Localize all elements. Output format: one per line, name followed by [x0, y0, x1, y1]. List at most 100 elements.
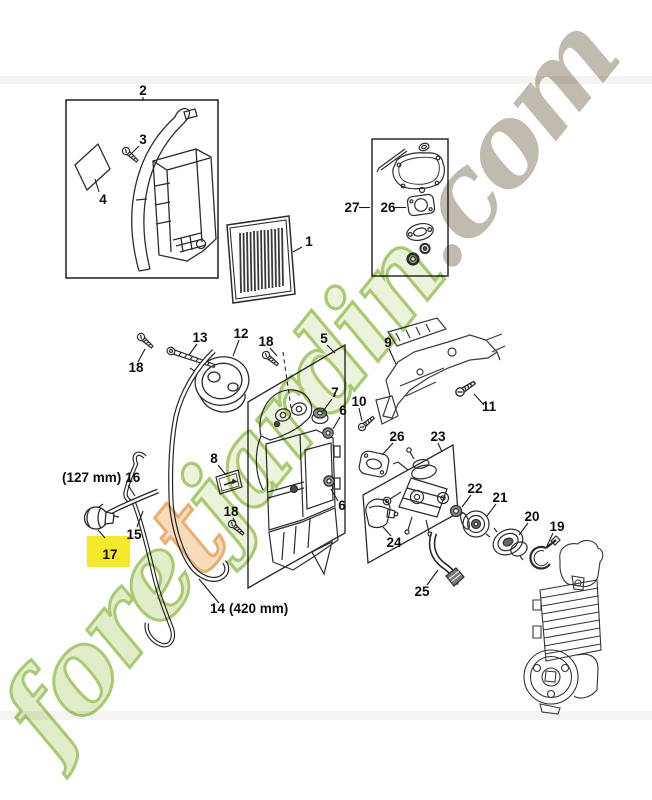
part-label-5: 5	[320, 331, 328, 346]
watermark-text: foretjardin.com	[0, 0, 643, 783]
callout-24: 24	[382, 526, 402, 550]
callout-10: 10	[351, 394, 367, 422]
callout-5: 5	[320, 331, 336, 354]
callout-23: 23	[430, 429, 446, 453]
callout-12: 12	[232, 326, 249, 357]
gasket-26b	[358, 450, 390, 478]
callout-2: 2	[139, 83, 147, 101]
callout-15: 15	[126, 510, 144, 542]
callout-9: 9	[384, 335, 397, 365]
carb-gasket-26	[406, 193, 436, 217]
part-label-23: 23	[430, 429, 446, 444]
callout-22: 22	[461, 481, 483, 508]
clamp-19	[529, 535, 561, 570]
cover-gasket	[392, 152, 445, 190]
callout-3: 3	[129, 132, 147, 156]
intake-boot-20	[492, 527, 528, 561]
callout-14: 14(420 mm)	[198, 578, 288, 616]
part-label-21: 21	[492, 490, 508, 505]
part-label-6b: 6	[338, 498, 346, 513]
callout-18a: 18	[128, 348, 146, 375]
tank-housing-box	[247, 343, 346, 590]
callouts: 2 3 4 1 27 26 18 13 12 18 5 7 6 10 9 11 …	[62, 83, 565, 616]
part-label-9: 9	[384, 335, 392, 350]
callout-8: 8	[210, 451, 227, 476]
part-label-26b: 26	[389, 429, 405, 444]
part-label-25: 25	[414, 584, 430, 599]
filter-hatching	[239, 227, 284, 294]
callout-1: 1	[292, 234, 313, 253]
carburettor	[382, 447, 450, 537]
airbox-group	[65, 99, 219, 279]
plate-4	[74, 143, 111, 191]
part-label-13: 13	[192, 330, 208, 345]
part-label-4: 4	[99, 192, 107, 207]
sleeve-21	[460, 510, 491, 538]
part-label-24: 24	[386, 535, 402, 550]
flange-12	[189, 356, 250, 413]
part-label-3: 3	[139, 132, 147, 147]
intake-elbow-24	[365, 498, 399, 529]
carb-cluster	[358, 443, 561, 587]
needle	[376, 148, 408, 173]
callout-26a: 26	[380, 200, 406, 215]
dim-420mm: (420 mm)	[229, 601, 288, 616]
callout-18c: 18	[223, 504, 239, 524]
part-label-17: 17	[102, 547, 117, 562]
part-label-22: 22	[467, 481, 482, 496]
part-label-16: (127 mm)16	[62, 470, 141, 485]
callout-17: 17	[97, 529, 118, 562]
gasket-kit-frame	[371, 138, 449, 277]
engine-cylinder	[523, 539, 604, 715]
part-label-2: 2	[139, 83, 147, 98]
impulse-hose-25	[428, 531, 465, 587]
part-label-15: 15	[126, 527, 142, 542]
part-label-20: 20	[524, 509, 539, 524]
part-label-18a: 18	[128, 360, 144, 375]
part-label-18c: 18	[223, 504, 239, 519]
fuel-filter-17	[83, 503, 120, 530]
muffler-gasket	[406, 222, 434, 242]
callout-20: 20	[518, 509, 540, 536]
part-label-27: 27	[344, 200, 359, 215]
callout-6b: 6	[330, 488, 346, 513]
screw-11	[453, 378, 478, 399]
fuel-line-group	[83, 451, 176, 648]
part-label-11: 11	[482, 399, 497, 414]
part-label-26a: 26	[380, 200, 396, 215]
highlight-box-17	[87, 536, 130, 567]
handle-bracket-9	[375, 317, 506, 425]
callout-7: 7	[322, 385, 339, 412]
part-label-1: 1	[305, 234, 313, 249]
callout-11: 11	[473, 393, 497, 414]
oring-22	[449, 504, 463, 518]
watermark: foretjardin.com	[0, 0, 643, 783]
part-label-8: 8	[210, 451, 218, 466]
part-label-12: 12	[233, 326, 248, 341]
air-filter	[226, 215, 296, 304]
airbox-frame	[65, 99, 219, 279]
part-label-14: 14(420 mm)	[210, 601, 288, 616]
dim-127mm: (127 mm)	[62, 470, 121, 485]
callout-18b: 18	[258, 334, 278, 357]
callout-19: 19	[546, 519, 565, 547]
fuel-hose-14	[168, 349, 230, 582]
callout-16: (127 mm)16	[62, 470, 141, 497]
callout-6a: 6	[332, 403, 347, 430]
part-label-10: 10	[351, 394, 366, 409]
callout-4: 4	[94, 178, 107, 207]
screw-18a	[135, 331, 156, 351]
callout-27: 27	[344, 200, 370, 215]
callout-13: 13	[188, 330, 208, 356]
carb-frame	[362, 443, 459, 565]
gasket-kit-box	[371, 138, 449, 277]
callout-26b: 26	[381, 429, 405, 456]
alignment-dashed-line	[282, 351, 292, 409]
part-label-18b: 18	[258, 334, 274, 349]
callout-21: 21	[486, 490, 508, 517]
plate-8	[215, 469, 243, 495]
callout-25: 25	[414, 569, 439, 599]
scan-artifacts	[0, 76, 652, 720]
